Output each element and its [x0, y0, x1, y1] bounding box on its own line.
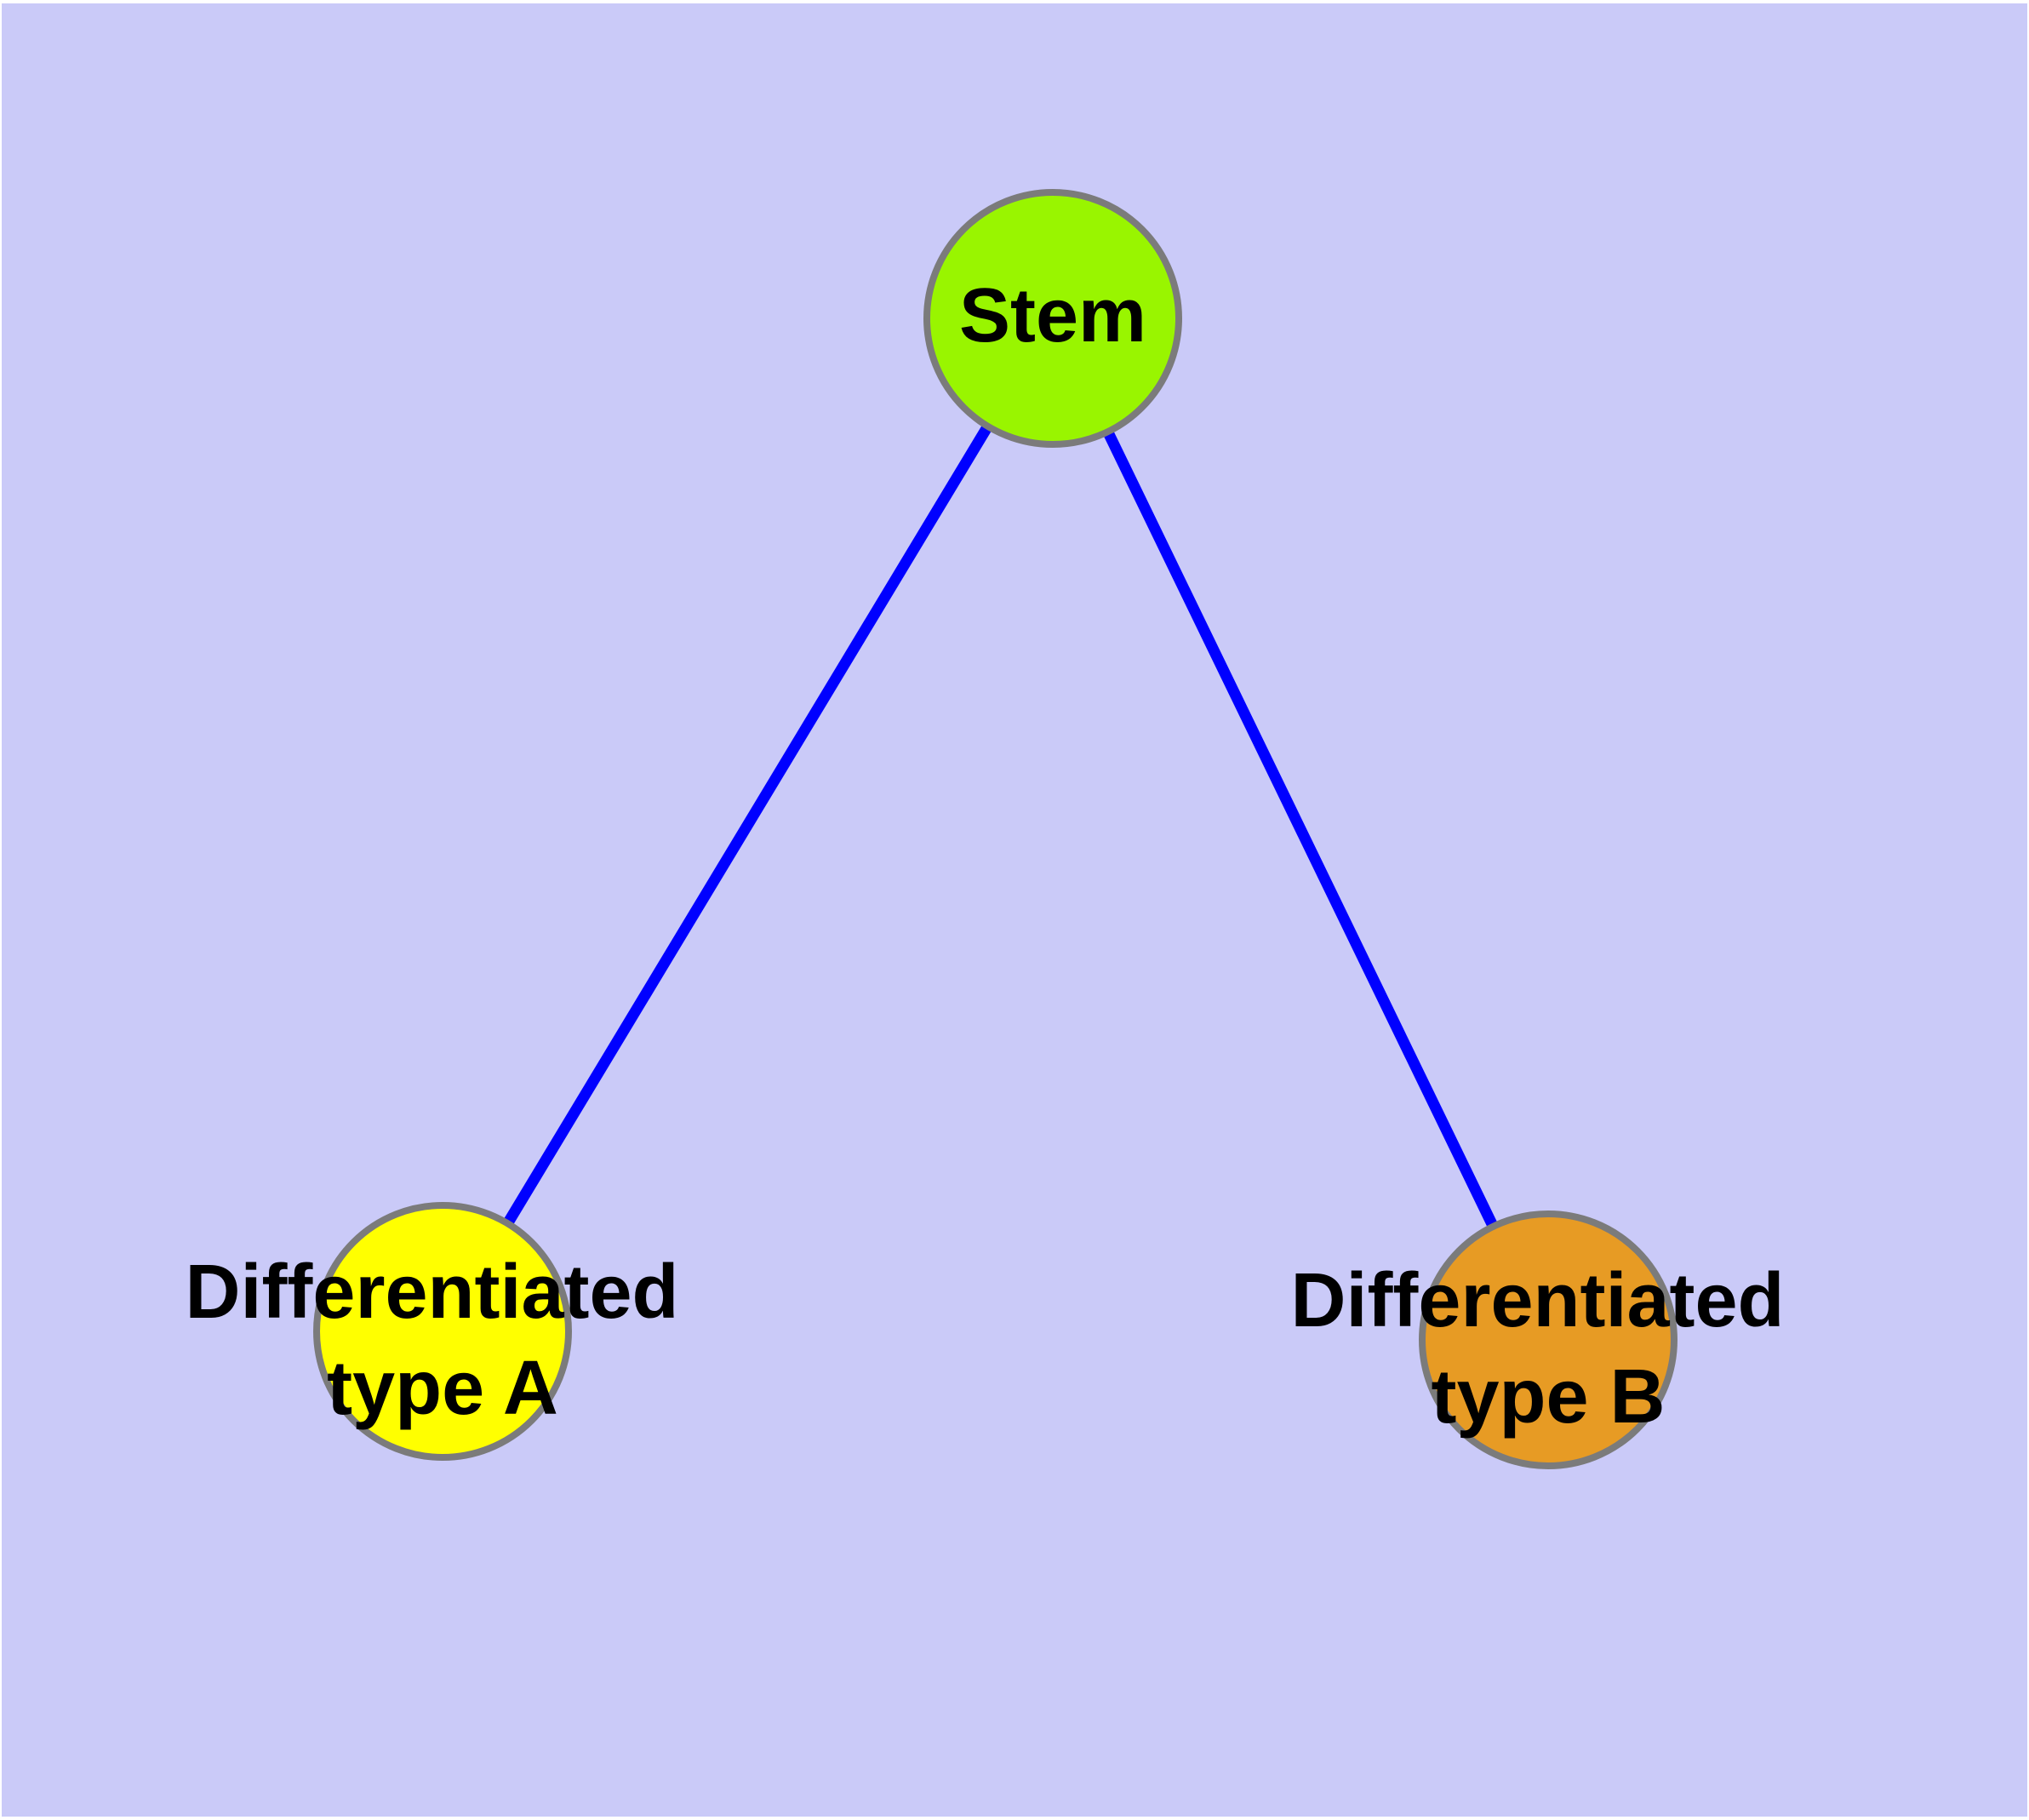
node-type-a-label-line2: type A — [327, 1346, 558, 1431]
node-type-a-label: Differentiated type A — [185, 1250, 700, 1431]
node-type-b-label-line1: Differentiated — [1290, 1258, 1784, 1343]
node-stem-circle — [923, 189, 1182, 448]
edge-stem-to-type-a — [437, 315, 1058, 1335]
edge-stem-to-type-b — [1048, 316, 1553, 1342]
node-type-b-label: Differentiated type B — [1290, 1258, 1805, 1439]
node-type-a-label-line1: Differentiated — [185, 1250, 678, 1335]
node-type-b-label-line2: type B — [1431, 1354, 1665, 1439]
node-stem-label: Stem — [959, 273, 1146, 358]
node-type-a-circle — [313, 1202, 572, 1461]
node-type-b-circle — [1419, 1210, 1677, 1469]
